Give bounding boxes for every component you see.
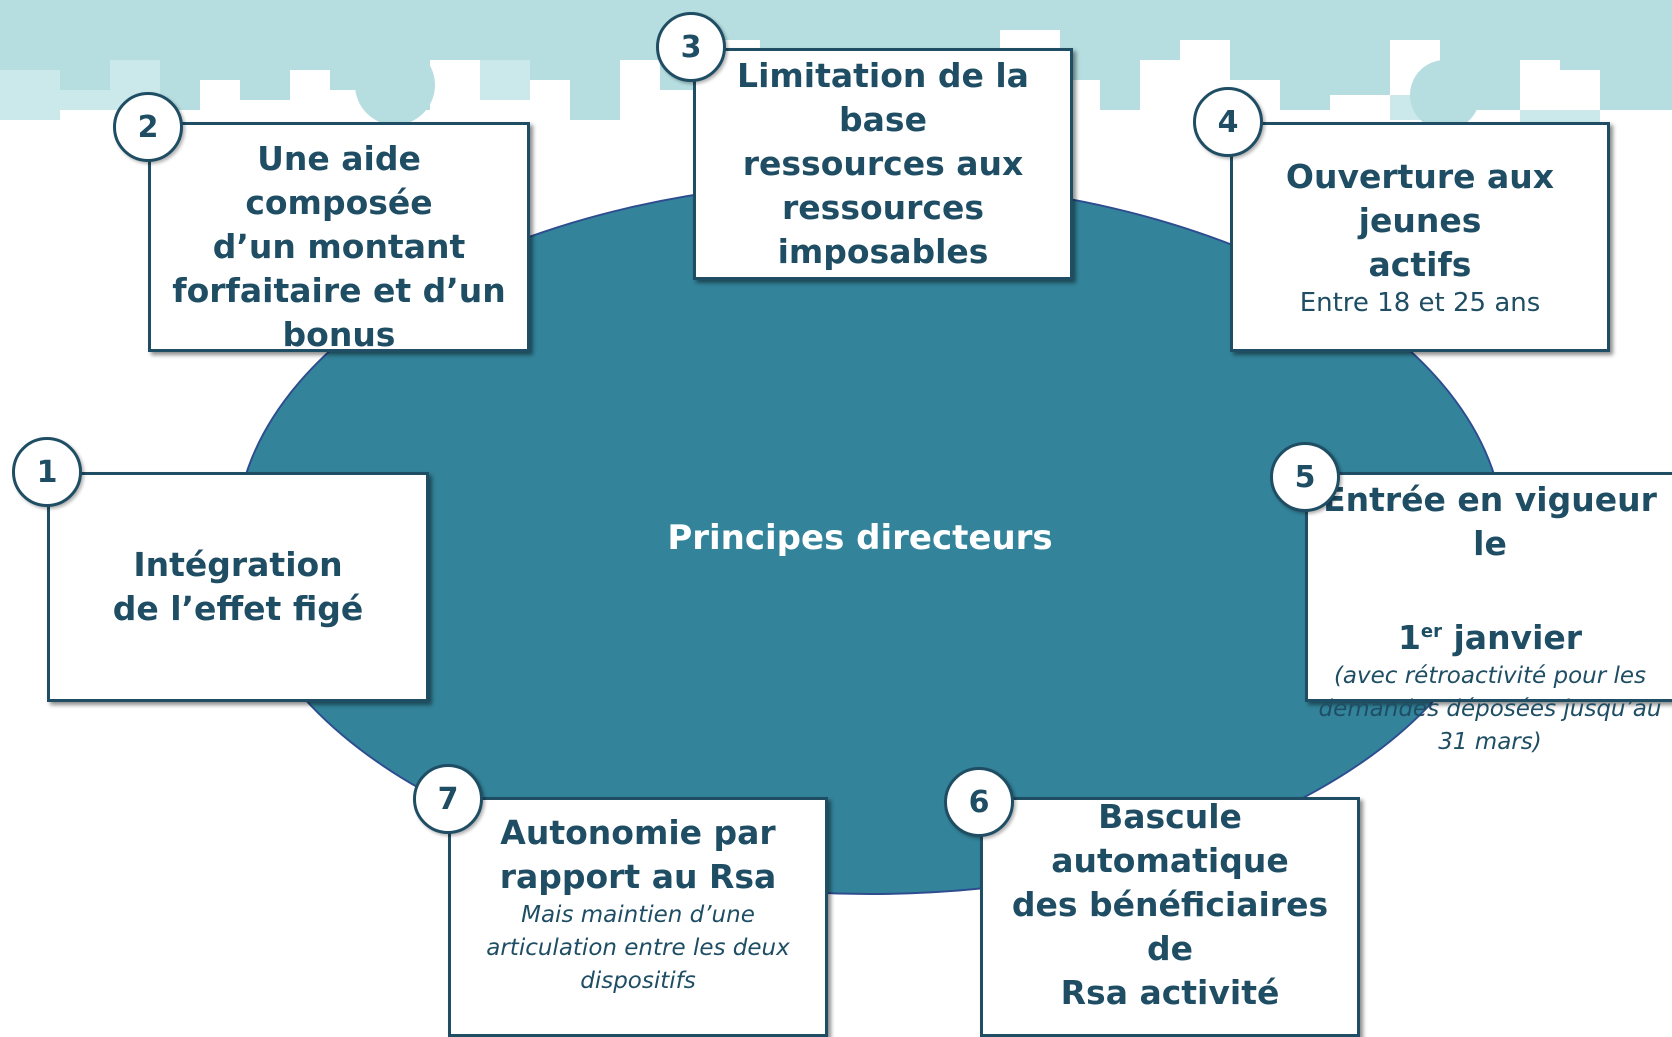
principle-box-2: Une aide composée d’un montant forfaitai…: [148, 122, 530, 354]
number-badge-2: 2: [113, 92, 183, 162]
number-badge-5: 5: [1270, 442, 1340, 512]
principle-box-1: Intégration de l’effet figé: [47, 472, 429, 702]
principle-title: Bascule automatique des bénéficiaires de…: [1011, 796, 1329, 1012]
number-badge-1: 1: [12, 437, 82, 507]
number-badge-3: 3: [656, 12, 726, 82]
number-badge-4: 4: [1193, 87, 1263, 157]
principle-title: Intégration de l’effet figé: [112, 545, 364, 628]
principle-box-6: Bascule automatique des bénéficiaires de…: [980, 797, 1360, 1037]
number-badge-7: 7: [413, 764, 483, 834]
principle-box-5: Entrée en vigueur le 1er janvier (avec r…: [1305, 472, 1672, 755]
principle-title-line2-pre: 1: [1397, 617, 1421, 657]
principle-title: Ouverture aux jeunes actifs: [1285, 157, 1555, 284]
principle-title: Autonomie par rapport au Rsa: [499, 813, 777, 896]
principle-box-7: Autonomie par rapport au Rsa Mais mainti…: [448, 797, 828, 1037]
center-title: Principes directeurs: [667, 518, 1053, 558]
principle-title: Limitation de la base ressources aux res…: [737, 56, 1029, 271]
principle-note: Mais maintien d’une articulation entre l…: [486, 902, 790, 994]
principle-title-line1: Entrée en vigueur le: [1323, 479, 1657, 563]
principle-title-line2-post: janvier: [1442, 617, 1583, 657]
principle-subtitle: Entre 18 et 25 ans: [1299, 288, 1541, 318]
principle-title: Entrée en vigueur le 1er janvier: [1318, 434, 1662, 660]
number-badge-6: 6: [944, 767, 1014, 837]
principle-title: Une aide composée d’un montant forfaitai…: [172, 139, 506, 354]
principle-title-sup: er: [1420, 620, 1442, 642]
principle-box-4: Ouverture aux jeunes actifs Entre 18 et …: [1230, 122, 1610, 352]
principle-box-3: Limitation de la base ressources aux res…: [693, 48, 1073, 280]
principle-note: (avec rétroactivité pour les demandes dé…: [1318, 662, 1662, 755]
